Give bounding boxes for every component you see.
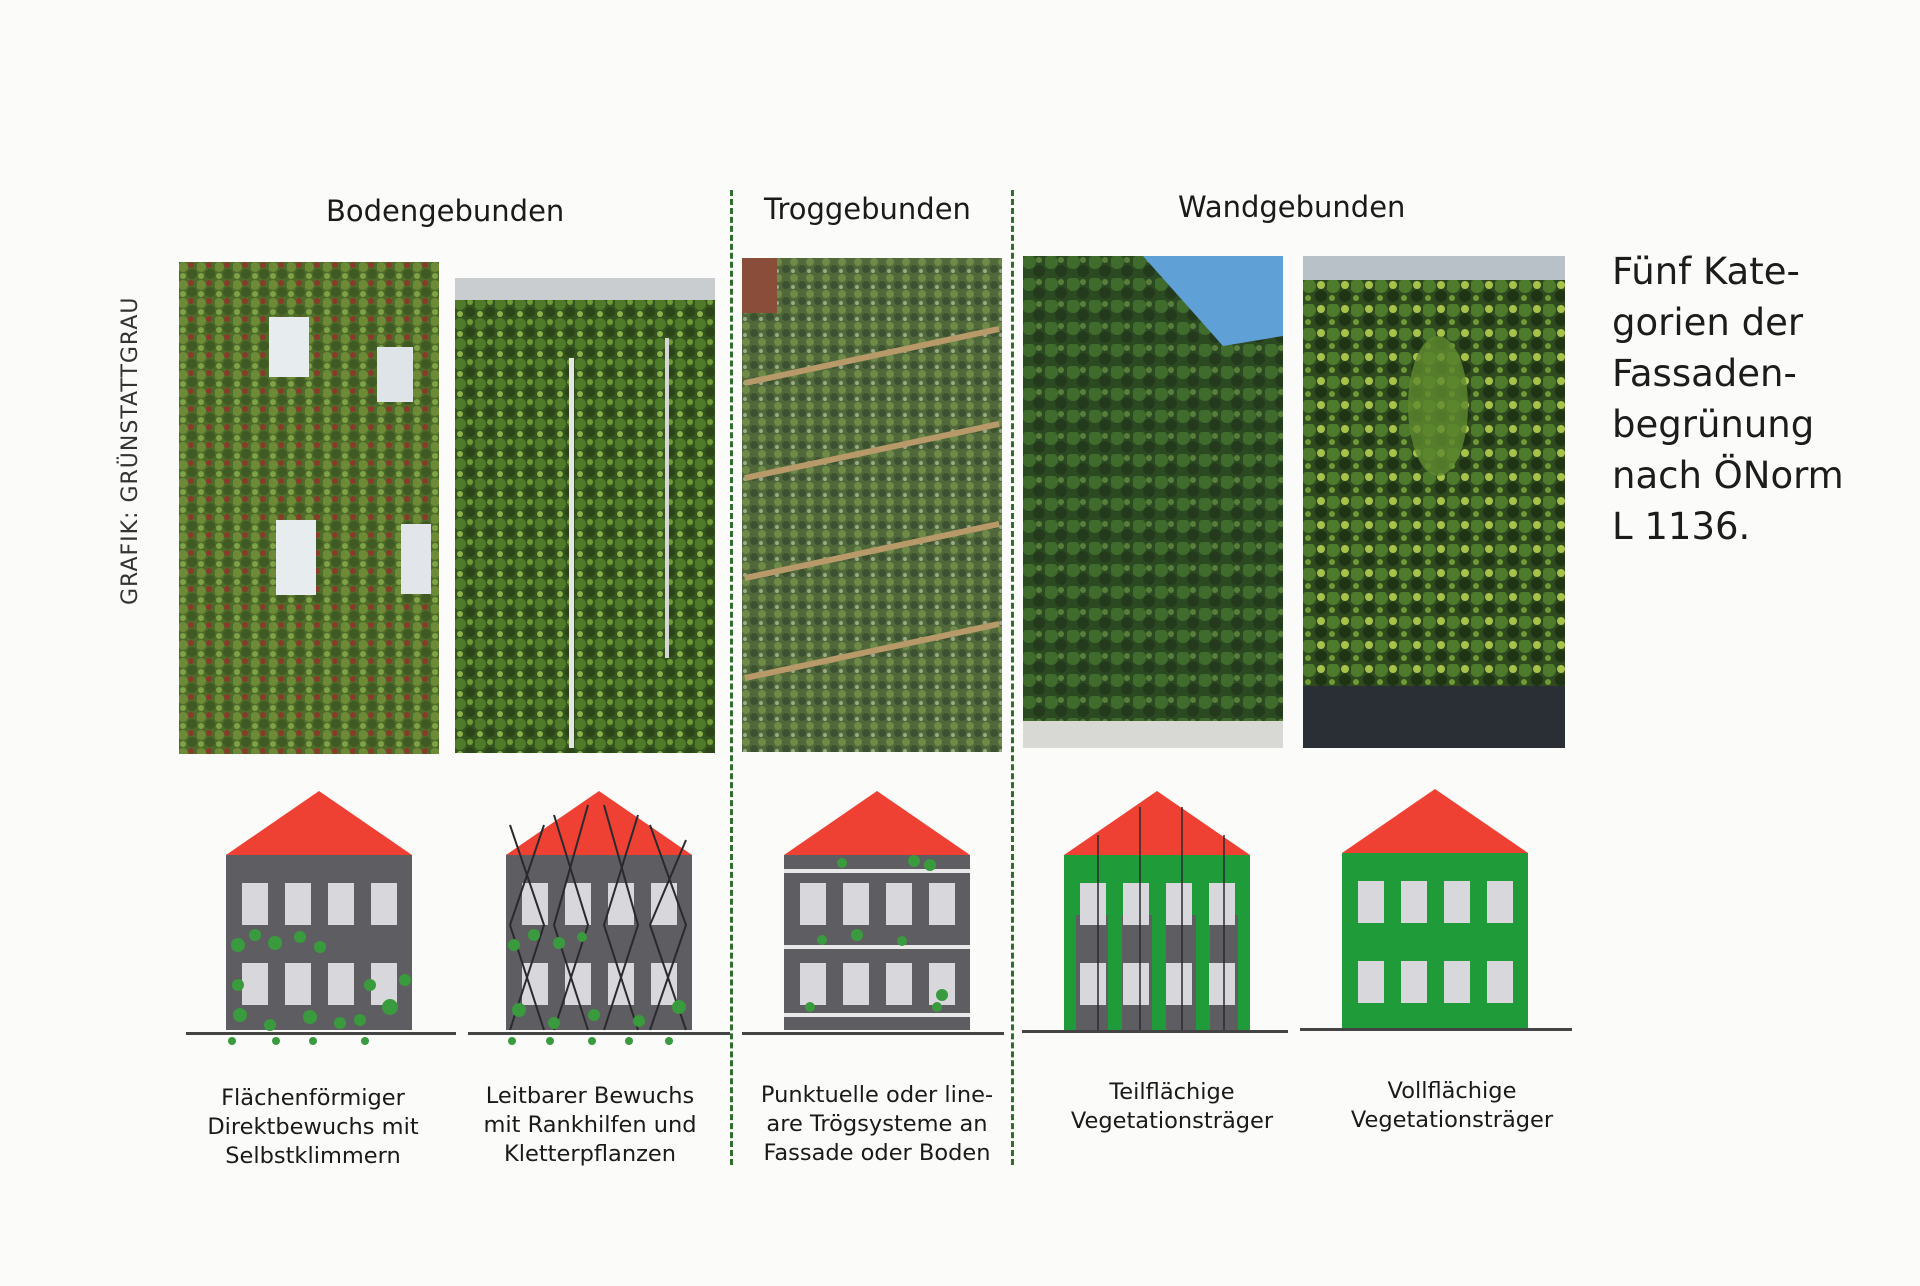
diagram-partial-carriers — [1022, 791, 1288, 1033]
diagram-trough-systems — [742, 791, 1004, 1035]
image-credit: GRAFIK: GRÜNSTATTGRAU — [118, 296, 143, 605]
diagram-full-carriers — [1300, 789, 1572, 1031]
heading-troggebunden: Troggebunden — [764, 192, 971, 226]
caption-trough-systems: Punktuelle oder line- are Trögsysteme an… — [760, 1082, 994, 1166]
side-description: Fünf Kate- gorien der Fassaden- begrünun… — [1612, 250, 1844, 548]
photo-climbing-facade — [455, 278, 715, 753]
diagram-climbing-aids — [468, 791, 730, 1045]
divider-left — [730, 190, 733, 1165]
caption-direct-climbers: Flächenförmiger Direktbewuchs mit Selbst… — [207, 1085, 419, 1169]
divider-right — [1011, 190, 1014, 1165]
caption-climbing-aids: Leitbarer Bewuchs mit Rankhilfen und Kle… — [483, 1083, 697, 1167]
photo-trough-facade — [742, 258, 1002, 752]
heading-bodengebunden: Bodengebunden — [326, 194, 565, 228]
photo-partial-green-wall — [1023, 256, 1283, 748]
caption-full-carriers: Vollflächige Vegetationsträger — [1350, 1078, 1554, 1133]
caption-partial-carriers: Teilflächige Vegetationsträger — [1070, 1079, 1274, 1134]
heading-wandgebunden: Wandgebunden — [1178, 190, 1406, 224]
photo-full-green-wall — [1303, 256, 1565, 748]
photo-ivy-facade — [179, 262, 439, 754]
diagram-direct-climbers — [186, 791, 456, 1045]
